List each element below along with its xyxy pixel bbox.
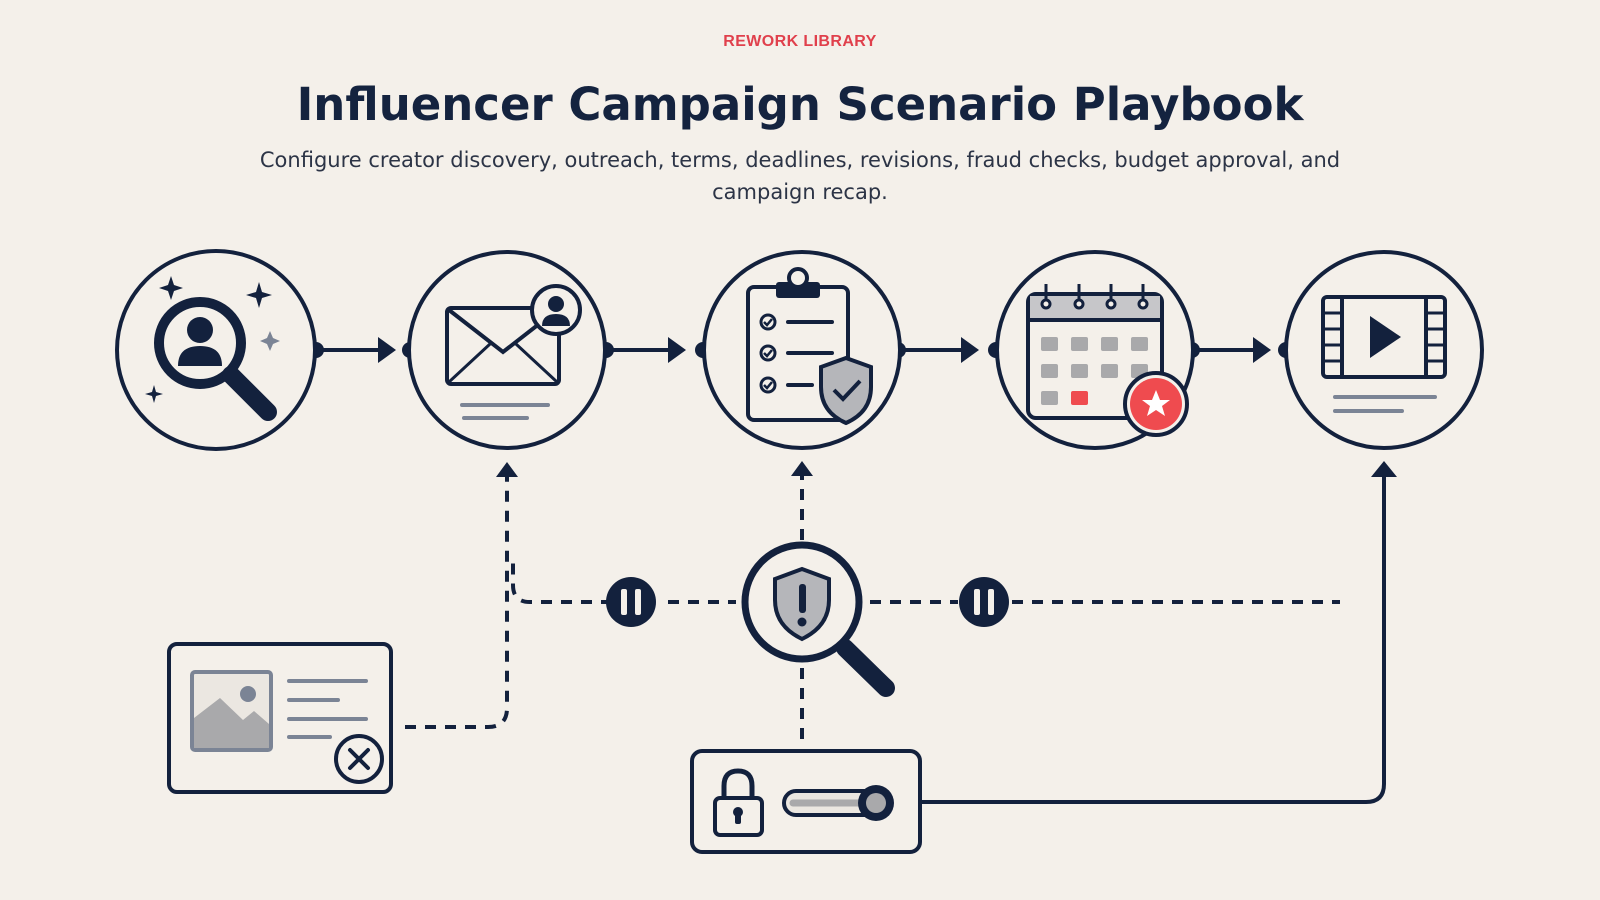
connector-1-2	[308, 337, 418, 363]
terms-checklist-shield-icon	[702, 250, 902, 450]
solid-budget-to-recap	[922, 475, 1386, 804]
connector-3-4	[890, 337, 1004, 363]
page-title: Influencer Campaign Scenario Playbook	[296, 78, 1304, 131]
creator-search-icon	[115, 249, 317, 451]
side-arrowheads	[496, 461, 1397, 477]
outreach-mail-icon	[407, 250, 607, 450]
page-subtitle: Configure creator discovery, outreach, t…	[259, 148, 1341, 204]
fraud-check-shield-magnifier-icon	[741, 541, 895, 697]
dashed-pause-to-outreach	[511, 560, 612, 604]
rejected-content-card-icon	[167, 642, 393, 794]
pause-icon	[606, 577, 656, 627]
side-connectors	[405, 476, 1340, 748]
budget-approval-lock-toggle-icon	[690, 749, 922, 854]
deadline-calendar-icon	[995, 250, 1195, 450]
pause-icon	[959, 577, 1009, 627]
connector-4-5	[1184, 337, 1294, 363]
eyebrow-label: REWORK LIBRARY	[723, 33, 877, 50]
video-recap-icon	[1284, 250, 1484, 450]
dashed-rejected-to-outreach	[405, 476, 509, 729]
connector-2-3	[598, 337, 711, 363]
